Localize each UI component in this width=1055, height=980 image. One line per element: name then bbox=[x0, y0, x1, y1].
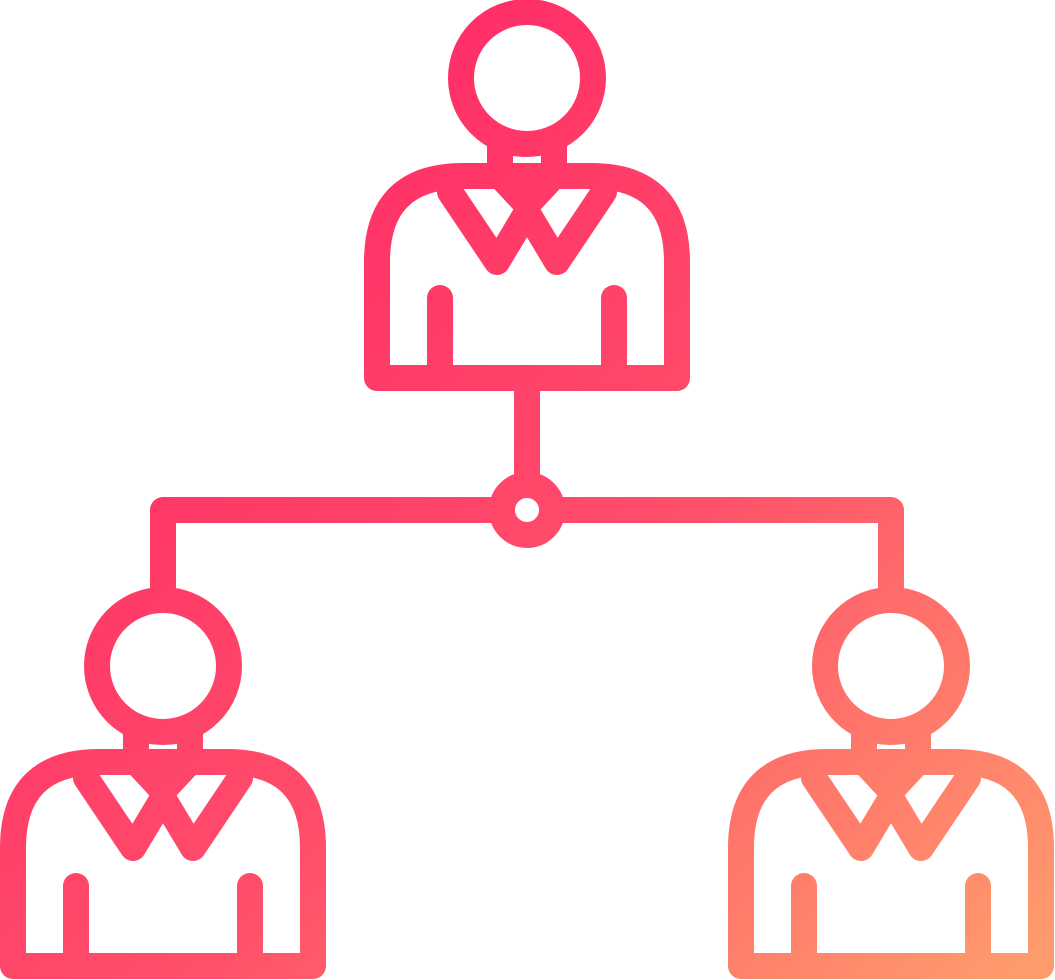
person-top-body bbox=[364, 163, 690, 391]
left-branch-line bbox=[150, 497, 515, 613]
person-bottom-right-tie bbox=[851, 749, 931, 804]
person-top-tie bbox=[487, 163, 567, 218]
person-bottom-right-icon bbox=[728, 587, 1054, 979]
right-branch-line bbox=[539, 497, 904, 613]
person-bottom-left-tie bbox=[123, 749, 203, 804]
person-bottom-left-icon bbox=[0, 587, 326, 979]
person-bottom-right-head bbox=[812, 587, 970, 745]
hierarchy-connectors bbox=[150, 365, 904, 613]
person-bottom-right-body bbox=[728, 749, 1054, 979]
person-bottom-left-arms bbox=[63, 873, 263, 971]
person-bottom-left-body bbox=[0, 749, 326, 979]
person-bottom-right-arms bbox=[791, 873, 991, 971]
person-top-icon bbox=[364, 0, 690, 391]
person-top-head bbox=[448, 0, 606, 157]
person-top-arms bbox=[427, 285, 627, 383]
person-bottom-left-head bbox=[84, 587, 242, 745]
